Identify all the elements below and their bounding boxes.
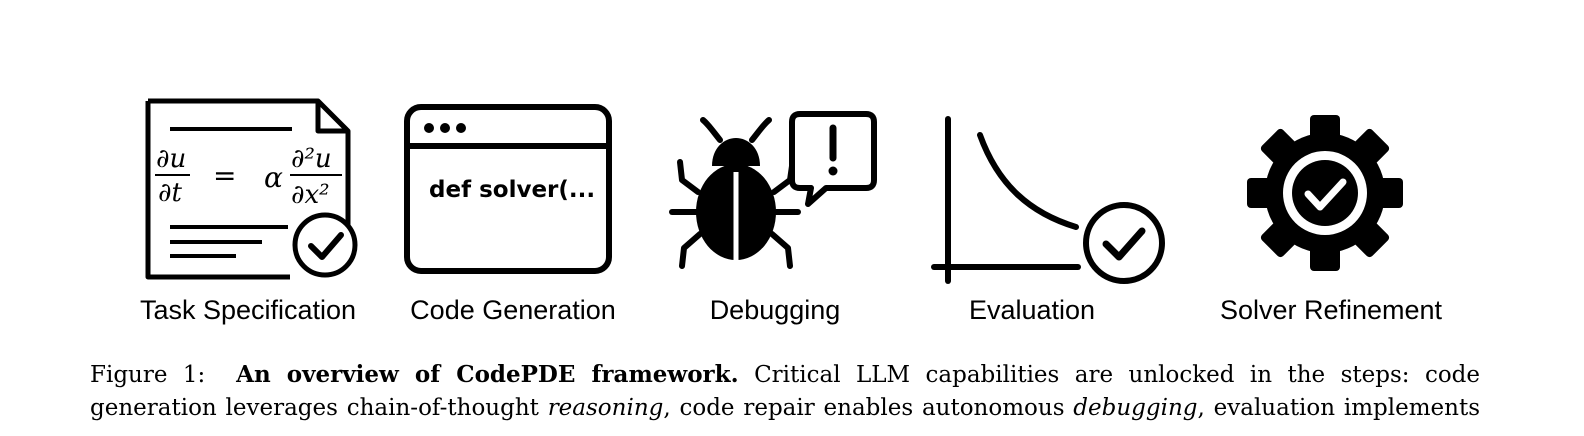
caption-line-2: generation leverages chain-of-thought re… [90,392,1480,425]
eq-rhs-numerator: ∂²u [291,144,332,174]
eq-alpha: α [264,161,283,194]
step-label-debugging: Debugging [709,295,841,325]
caption-italic-reasoning: reasoning [547,395,664,421]
caption-title: An overview of CodePDE framework. [236,361,739,388]
eq-rhs-denominator: ∂x² [291,180,330,210]
code-window-icon: def solver(... [404,104,612,274]
caption-line2-a: generation leverages chain-of-thought [90,395,548,421]
step-label-evaluation: Evaluation [968,295,1096,325]
step-label-solver-refinement: Solver Refinement [1219,295,1443,325]
caption-line2-b: , code repair enables autonomous [663,395,1074,421]
decay-curve-check-icon [931,116,1165,284]
caption-line-1: Figure 1: An overview of CodePDE framewo… [90,358,1480,392]
step-label-task-specification: Task Specification [139,295,357,325]
caption-line2-c: , evaluation implements [1197,395,1481,421]
step-label-code-generation: Code Generation [410,295,616,325]
eq-lhs-numerator: ∂u [156,144,186,174]
code-snippet: def solver(... [429,177,595,203]
document-with-equation-check-icon: ∂u ∂t = α ∂²u ∂x² [145,98,358,280]
figure-caption: Figure 1: An overview of CodePDE framewo… [90,358,1480,425]
caption-line1-text: Critical LLM capabilities are unlocked i… [754,362,1481,388]
caption-italic-debugging: debugging [1073,395,1198,421]
gear-check-icon [1247,115,1403,271]
bug-with-alert-bubble-icon [669,111,877,269]
eq-lhs-denominator: ∂t [158,178,182,208]
caption-figure-label: Figure 1: [90,362,206,388]
eq-equals: = [213,159,236,192]
